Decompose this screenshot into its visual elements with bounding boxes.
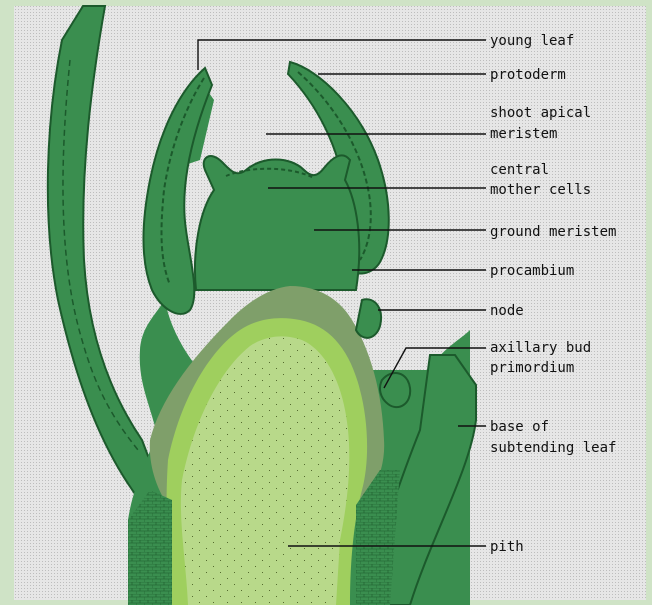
label-shoot-apical-2: meristem [490,126,557,142]
label-base-2: subtending leaf [490,440,616,456]
label-base-1: base of [490,419,549,435]
apical-dome [195,155,359,290]
label-young-leaf: young leaf [490,33,574,49]
label-node: node [490,303,524,319]
axillary-bud [380,373,410,407]
label-axillary-1: axillary bud [490,340,591,356]
label-pith: pith [490,539,524,555]
label-central-1: central [490,162,549,178]
label-central-2: mother cells [490,182,591,198]
label-procambium: procambium [490,263,574,279]
label-shoot-apical-1: shoot apical [490,105,591,121]
label-protoderm: protoderm [490,67,566,83]
label-ground-meristem: ground meristem [490,224,616,240]
label-axillary-2: primordium [490,360,574,376]
